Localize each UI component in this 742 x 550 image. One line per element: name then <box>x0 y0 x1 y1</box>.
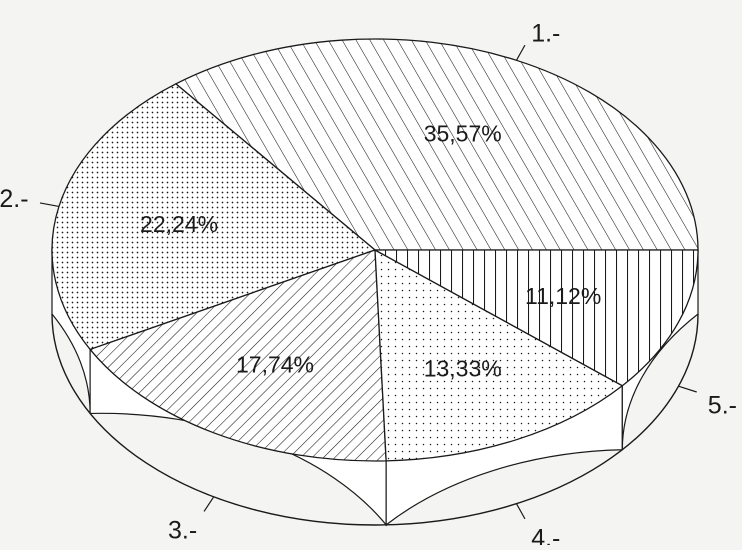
pie-top-layer <box>51 38 699 462</box>
pie-percent-label-2: 22,24% <box>140 211 218 237</box>
pie-leader-line-3 <box>203 496 215 512</box>
pie-leader-line-1 <box>515 44 526 61</box>
pie-category-label-4: 4.- <box>531 524 560 545</box>
pie-percent-label-1: 35,57% <box>424 120 502 146</box>
pie-bottom-rim <box>51 313 699 526</box>
pie-category-label-1: 1.- <box>531 20 560 48</box>
pie-percent-label-3: 17,74% <box>236 351 314 377</box>
pie-slice-2 <box>51 83 376 351</box>
pie-percent-label-4: 13,33% <box>424 356 502 382</box>
pie-slice-4 <box>374 249 623 462</box>
pie-category-label-5: 5.- <box>708 392 737 420</box>
pie-category-label-2: 2.- <box>0 185 29 213</box>
pie-slice-5 <box>374 249 699 387</box>
pie-category-label-3: 3.- <box>168 517 197 545</box>
pie-leader-line-5 <box>678 385 697 393</box>
pie-leader-line-2 <box>39 202 60 208</box>
pie-slice-1 <box>175 38 699 251</box>
pie-label-layer: 35,57% 1.- 22,24% 2.- 17,74% 3.- 13,33% 4.- 11,1… <box>0 20 737 550</box>
pie-percent-label-5: 11,12% <box>525 283 601 309</box>
pie-slice-3 <box>89 249 387 462</box>
pie-leader-line-4 <box>515 503 526 520</box>
